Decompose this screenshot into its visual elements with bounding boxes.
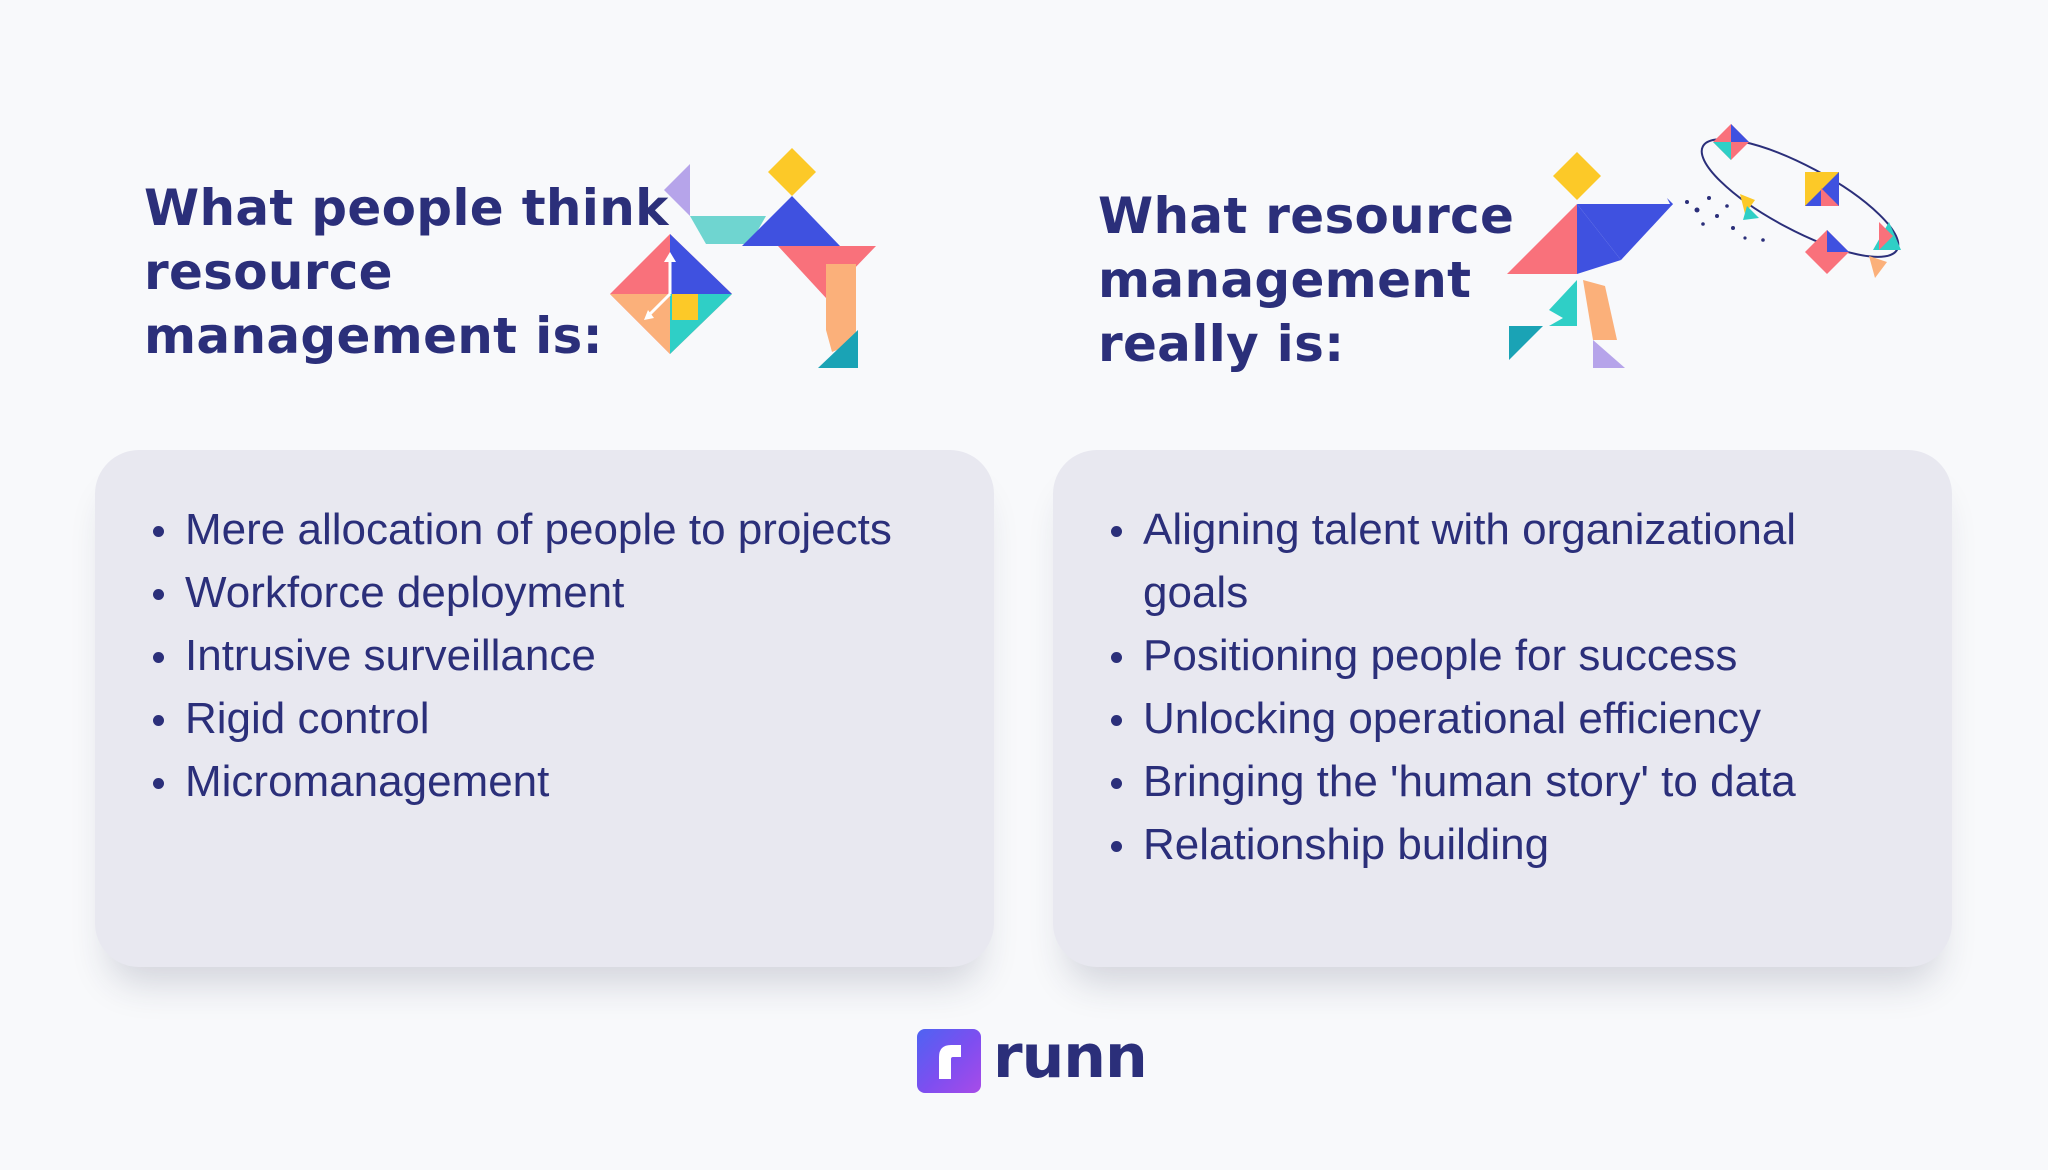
runn-wordmark: runn bbox=[993, 1022, 1148, 1092]
left-card: Mere allocation of people to projects Wo… bbox=[95, 450, 994, 967]
tangram-figure-juggling-icon bbox=[1507, 124, 1901, 368]
left-list: Mere allocation of people to projects Wo… bbox=[151, 498, 954, 813]
list-item: Intrusive surveillance bbox=[151, 624, 954, 687]
list-item: Aligning talent with organizational goal… bbox=[1109, 498, 1912, 624]
left-heading-line-3: management is: bbox=[144, 307, 603, 365]
runn-logo: runn bbox=[917, 1022, 1148, 1094]
runn-logo-icon bbox=[917, 1029, 981, 1093]
list-item: Micromanagement bbox=[151, 750, 954, 813]
right-heading-line-2: management bbox=[1098, 251, 1472, 309]
right-list: Aligning talent with organizational goal… bbox=[1109, 498, 1912, 876]
list-item: Relationship building bbox=[1109, 813, 1912, 876]
left-heading-line-1: What people think bbox=[144, 179, 669, 237]
list-item: Positioning people for success bbox=[1109, 624, 1912, 687]
list-item: Bringing the 'human story' to data bbox=[1109, 750, 1912, 813]
right-heading: What resource management really is: bbox=[1098, 184, 1518, 376]
right-heading-line-3: really is: bbox=[1098, 315, 1345, 373]
tangram-figure-carrying-clock-icon bbox=[610, 148, 876, 368]
list-item: Workforce deployment bbox=[151, 561, 954, 624]
list-item: Rigid control bbox=[151, 687, 954, 750]
right-heading-line-1: What resource bbox=[1098, 187, 1515, 245]
list-item: Unlocking operational efficiency bbox=[1109, 687, 1912, 750]
left-heading-line-2: resource bbox=[144, 243, 393, 301]
list-item: Mere allocation of people to projects bbox=[151, 498, 954, 561]
left-heading: What people think resource management is… bbox=[144, 176, 669, 368]
right-card: Aligning talent with organizational goal… bbox=[1053, 450, 1952, 967]
